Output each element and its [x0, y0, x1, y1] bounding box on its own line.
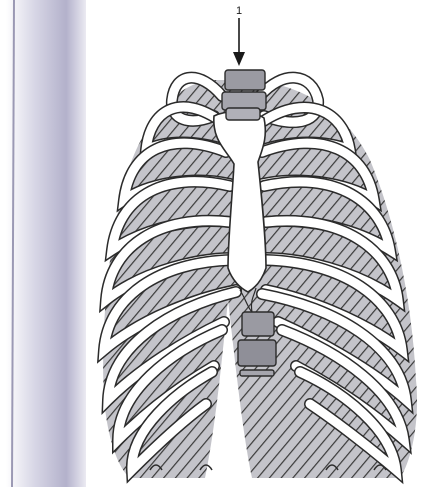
- upper-vertebrae: [222, 70, 266, 120]
- arrow-label: 1: [236, 5, 242, 17]
- lower-vertebrae: [238, 312, 276, 376]
- pointer-arrow: [233, 18, 245, 66]
- paper-edge-shadow: [6, 0, 86, 487]
